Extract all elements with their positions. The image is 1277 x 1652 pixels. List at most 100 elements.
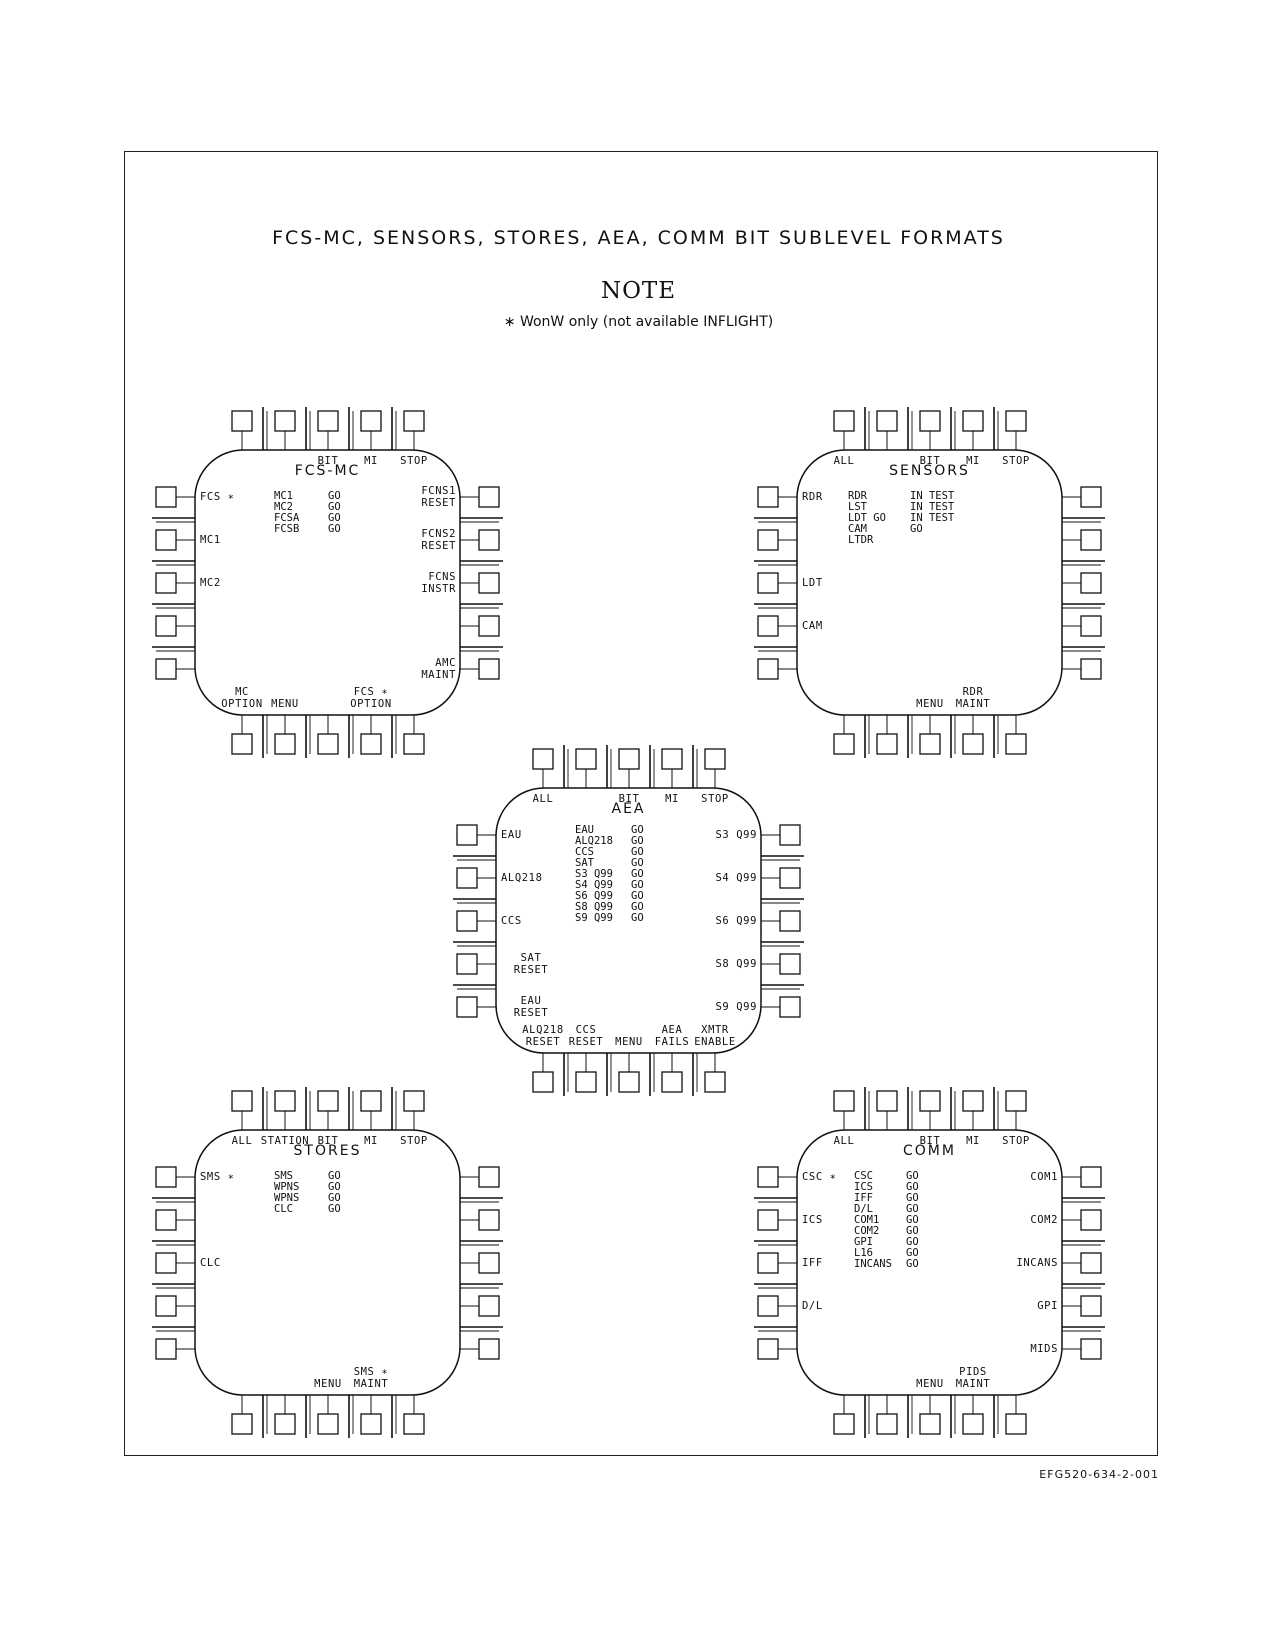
- pushbutton-left-3[interactable]: [757, 1252, 779, 1274]
- pushbutton-top-1[interactable]: [833, 410, 855, 432]
- pushbutton-bottom-5[interactable]: [704, 1071, 726, 1093]
- pushbutton-bottom-4[interactable]: [360, 733, 382, 755]
- pushbutton-left-4[interactable]: [155, 615, 177, 637]
- pushbutton-right-4[interactable]: [1080, 1295, 1102, 1317]
- pushbutton-left-4[interactable]: [456, 953, 478, 975]
- pushbutton-right-5[interactable]: [478, 658, 500, 680]
- pushbutton-right-1[interactable]: [478, 486, 500, 508]
- pushbutton-bottom-5[interactable]: [403, 733, 425, 755]
- pushbutton-right-4[interactable]: [1080, 615, 1102, 637]
- pushbutton-left-1[interactable]: [155, 1166, 177, 1188]
- pushbutton-left-5[interactable]: [155, 1338, 177, 1360]
- pushbutton-top-2[interactable]: [575, 748, 597, 770]
- pushbutton-right-5[interactable]: [1080, 658, 1102, 680]
- pushbutton-bottom-2[interactable]: [274, 1413, 296, 1435]
- pushbutton-top-4[interactable]: [360, 410, 382, 432]
- pushbutton-left-2[interactable]: [155, 529, 177, 551]
- pushbutton-left-5[interactable]: [757, 1338, 779, 1360]
- pushbutton-left-3[interactable]: [757, 572, 779, 594]
- pushbutton-bottom-1[interactable]: [833, 733, 855, 755]
- pushbutton-top-1[interactable]: [833, 1090, 855, 1112]
- pushbutton-top-5[interactable]: [1005, 1090, 1027, 1112]
- pushbutton-left-4[interactable]: [757, 1295, 779, 1317]
- pushbutton-top-5[interactable]: [403, 410, 425, 432]
- pushbutton-bottom-1[interactable]: [532, 1071, 554, 1093]
- pushbutton-bottom-4[interactable]: [661, 1071, 683, 1093]
- pushbutton-top-2[interactable]: [876, 410, 898, 432]
- pushbutton-right-4[interactable]: [478, 1295, 500, 1317]
- pushbutton-bottom-5[interactable]: [403, 1413, 425, 1435]
- pushbutton-right-1[interactable]: [1080, 486, 1102, 508]
- pushbutton-left-5[interactable]: [456, 996, 478, 1018]
- pushbutton-bottom-1[interactable]: [231, 733, 253, 755]
- pushbutton-top-3[interactable]: [317, 410, 339, 432]
- pushbutton-right-3[interactable]: [478, 1252, 500, 1274]
- pushbutton-left-1[interactable]: [757, 1166, 779, 1188]
- pushbutton-right-5[interactable]: [478, 1338, 500, 1360]
- pushbutton-right-3[interactable]: [1080, 1252, 1102, 1274]
- pushbutton-right-1[interactable]: [1080, 1166, 1102, 1188]
- pushbutton-right-2[interactable]: [1080, 529, 1102, 551]
- pushbutton-bottom-1[interactable]: [231, 1413, 253, 1435]
- pushbutton-top-4[interactable]: [962, 1090, 984, 1112]
- pushbutton-left-5[interactable]: [155, 658, 177, 680]
- pushbutton-bottom-4[interactable]: [962, 733, 984, 755]
- pushbutton-right-2[interactable]: [478, 1209, 500, 1231]
- pushbutton-bottom-4[interactable]: [360, 1413, 382, 1435]
- pushbutton-top-3[interactable]: [317, 1090, 339, 1112]
- pushbutton-bottom-1[interactable]: [833, 1413, 855, 1435]
- pushbutton-bottom-2[interactable]: [876, 1413, 898, 1435]
- pushbutton-bottom-3[interactable]: [919, 1413, 941, 1435]
- pushbutton-bottom-3[interactable]: [317, 733, 339, 755]
- pushbutton-right-3[interactable]: [779, 910, 801, 932]
- pushbutton-left-3[interactable]: [155, 1252, 177, 1274]
- pushbutton-left-2[interactable]: [155, 1209, 177, 1231]
- pushbutton-right-2[interactable]: [1080, 1209, 1102, 1231]
- pushbutton-bottom-4[interactable]: [962, 1413, 984, 1435]
- pushbutton-left-3[interactable]: [456, 910, 478, 932]
- pushbutton-left-1[interactable]: [757, 486, 779, 508]
- pushbutton-top-1[interactable]: [532, 748, 554, 770]
- pushbutton-top-1[interactable]: [231, 1090, 253, 1112]
- pushbutton-left-2[interactable]: [757, 529, 779, 551]
- pushbutton-left-1[interactable]: [456, 824, 478, 846]
- pushbutton-top-5[interactable]: [403, 1090, 425, 1112]
- pushbutton-top-1[interactable]: [231, 410, 253, 432]
- pushbutton-top-5[interactable]: [704, 748, 726, 770]
- pushbutton-bottom-2[interactable]: [575, 1071, 597, 1093]
- pushbutton-bottom-2[interactable]: [876, 733, 898, 755]
- pushbutton-left-4[interactable]: [155, 1295, 177, 1317]
- pushbutton-bottom-3[interactable]: [317, 1413, 339, 1435]
- pushbutton-right-5[interactable]: [1080, 1338, 1102, 1360]
- pushbutton-top-4[interactable]: [661, 748, 683, 770]
- pushbutton-top-3[interactable]: [618, 748, 640, 770]
- pushbutton-bottom-5[interactable]: [1005, 1413, 1027, 1435]
- pushbutton-left-4[interactable]: [757, 615, 779, 637]
- pushbutton-right-2[interactable]: [478, 529, 500, 551]
- pushbutton-left-2[interactable]: [456, 867, 478, 889]
- pushbutton-bottom-5[interactable]: [1005, 733, 1027, 755]
- pushbutton-bottom-3[interactable]: [919, 733, 941, 755]
- pushbutton-top-2[interactable]: [274, 410, 296, 432]
- pushbutton-top-2[interactable]: [274, 1090, 296, 1112]
- pushbutton-top-4[interactable]: [360, 1090, 382, 1112]
- pushbutton-left-2[interactable]: [757, 1209, 779, 1231]
- pushbutton-bottom-3[interactable]: [618, 1071, 640, 1093]
- pushbutton-bottom-2[interactable]: [274, 733, 296, 755]
- pushbutton-left-1[interactable]: [155, 486, 177, 508]
- pushbutton-right-4[interactable]: [779, 953, 801, 975]
- pushbutton-right-1[interactable]: [478, 1166, 500, 1188]
- pushbutton-top-2[interactable]: [876, 1090, 898, 1112]
- pushbutton-top-3[interactable]: [919, 410, 941, 432]
- pushbutton-top-3[interactable]: [919, 1090, 941, 1112]
- pushbutton-top-5[interactable]: [1005, 410, 1027, 432]
- pushbutton-top-4[interactable]: [962, 410, 984, 432]
- pushbutton-right-5[interactable]: [779, 996, 801, 1018]
- pushbutton-right-3[interactable]: [478, 572, 500, 594]
- pushbutton-left-3[interactable]: [155, 572, 177, 594]
- pushbutton-right-4[interactable]: [478, 615, 500, 637]
- pushbutton-left-5[interactable]: [757, 658, 779, 680]
- pushbutton-right-1[interactable]: [779, 824, 801, 846]
- pushbutton-right-2[interactable]: [779, 867, 801, 889]
- pushbutton-right-3[interactable]: [1080, 572, 1102, 594]
